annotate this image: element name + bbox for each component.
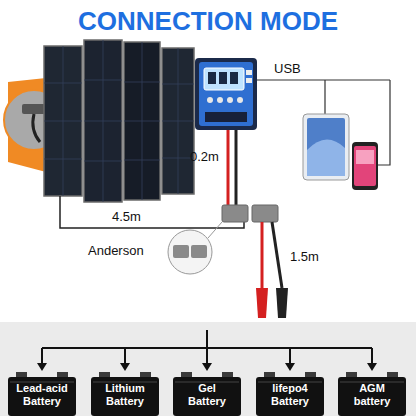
panel-cells: [44, 40, 194, 202]
solar-panel: [44, 40, 194, 202]
anderson-inset: [168, 222, 222, 274]
phone: [352, 142, 378, 190]
panel-cable: [60, 196, 244, 228]
battery-label: lifepo4 Battery: [256, 372, 324, 407]
dimension-label: Anderson: [88, 244, 144, 258]
diagram-title: CONNECTION MODE: [0, 6, 416, 37]
red-lead: [261, 222, 264, 288]
dimension-label: 0.2m: [190, 150, 219, 164]
tablet: [303, 114, 349, 180]
red-clamp: [256, 288, 268, 318]
ground-band: [0, 322, 416, 416]
battery-label: AGM battery: [338, 372, 406, 407]
dimension-label: 1.5m: [290, 250, 319, 264]
arrowheads: [37, 363, 377, 371]
battery-label: Lithium Battery: [91, 372, 159, 407]
split-bracket: [42, 330, 372, 364]
black-lead: [272, 222, 282, 288]
battery-box: Gel Battery: [173, 372, 241, 416]
battery-box: Lead-acid Battery: [8, 372, 76, 416]
battery-box: Lithium Battery: [91, 372, 159, 416]
dimension-label: 4.5m: [112, 210, 141, 224]
battery-label: Gel Battery: [173, 372, 241, 407]
dimension-label: USB: [274, 62, 301, 76]
anderson-connector: [222, 205, 278, 222]
battery-box: AGM battery: [338, 372, 406, 416]
battery-box: lifepo4 Battery: [256, 372, 324, 416]
battery-label: Lead-acid Battery: [8, 372, 76, 407]
black-clamp: [276, 288, 288, 318]
black-wire: [235, 130, 238, 205]
red-wire: [227, 130, 230, 205]
charge-controller: [195, 58, 257, 130]
